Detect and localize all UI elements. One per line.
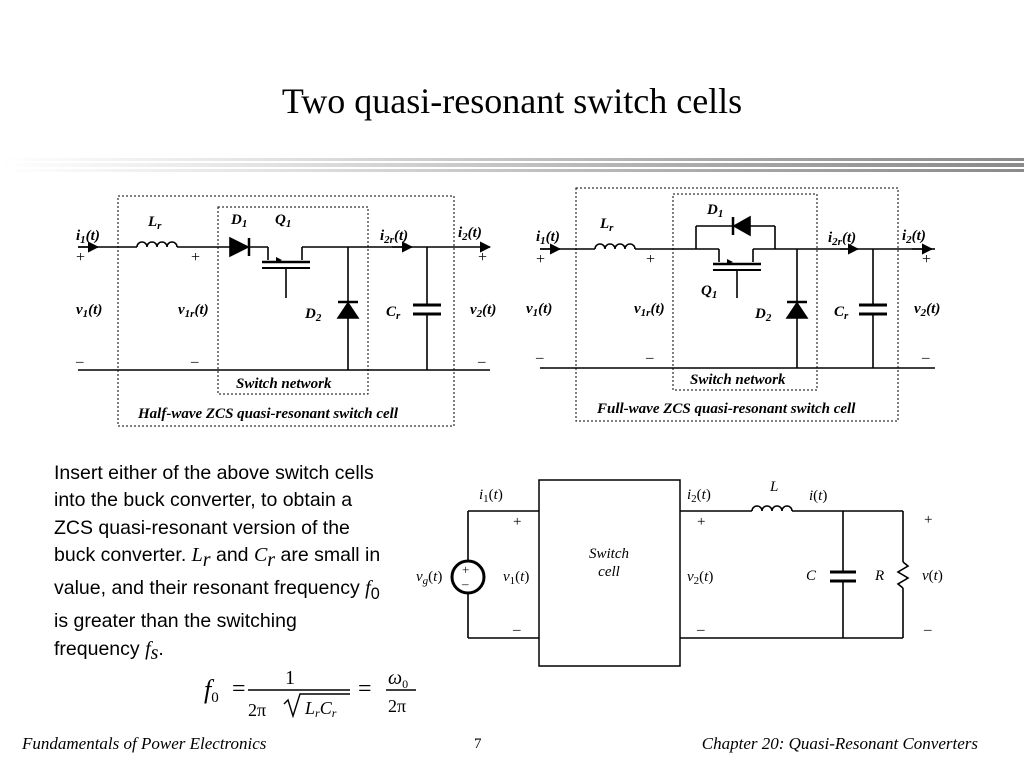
fw-network-label: Switch network <box>690 372 786 388</box>
svg-text:–: – <box>696 622 705 638</box>
switch-cell-line1: Switch <box>589 546 629 562</box>
svg-text:+: + <box>924 512 932 528</box>
slide-body-text: Insert either of the above switch cells … <box>54 462 381 665</box>
hw-d1-label: D1 <box>230 212 247 230</box>
inductor-L: L <box>769 479 778 495</box>
svg-text:v2(t): v2(t) <box>914 301 940 319</box>
hw-v1r-label: v1r(t) <box>178 302 209 320</box>
svg-text:–: – <box>921 350 930 366</box>
svg-text:=: = <box>358 676 372 702</box>
svg-text:+: + <box>536 251 545 268</box>
hw-q1-label: Q1 <box>275 212 291 230</box>
svg-text:–: – <box>535 350 544 366</box>
sym-L: L <box>191 543 203 566</box>
source-minus: – <box>461 576 469 591</box>
svg-text:v1(t): v1(t) <box>503 569 529 587</box>
svg-text:v1r(t): v1r(t) <box>634 301 665 319</box>
svg-text:+: + <box>478 249 487 266</box>
svg-text:+: + <box>191 249 200 266</box>
sym-C: C <box>253 543 268 566</box>
svg-text:+: + <box>76 249 85 266</box>
svg-text:Cr: Cr <box>834 304 849 322</box>
hw-v2-label: v2(t) <box>470 302 496 320</box>
slide-title: Two quasi-resonant switch cells <box>281 81 743 121</box>
sym-f0: f <box>365 577 371 600</box>
svg-text:2π: 2π <box>388 696 406 716</box>
buck-converter <box>450 479 910 667</box>
hw-cr-label: Cr <box>386 304 401 322</box>
svg-text:–: – <box>512 622 521 638</box>
svg-text:i1(t): i1(t) <box>479 487 503 505</box>
res-R: R <box>874 568 884 584</box>
switch-cell-line2: cell <box>598 564 620 580</box>
svg-text:v2(t): v2(t) <box>687 569 713 587</box>
svg-text:D2: D2 <box>754 306 772 324</box>
svg-text:Q1: Q1 <box>701 283 717 301</box>
svg-text:–: – <box>190 354 199 370</box>
cap-C: C <box>806 568 817 584</box>
hw-caption: Half-wave ZCS quasi-resonant switch cell <box>137 406 399 422</box>
svg-text:i2(t): i2(t) <box>687 487 711 505</box>
fw-caption: Full-wave ZCS quasi-resonant switch cell <box>596 401 856 417</box>
resonant-frequency-formula: f0 = 1 2π LrCr = ω0 2π <box>204 667 416 720</box>
svg-text:f0: f0 <box>204 675 219 706</box>
svg-text:+: + <box>513 514 521 530</box>
hw-i2r-label: i2r(t) <box>380 228 408 246</box>
svg-text:1: 1 <box>285 667 295 689</box>
svg-text:Lr: Lr <box>599 216 614 234</box>
svg-text:i1(t): i1(t) <box>536 229 560 247</box>
buck-labels: i1(t) + v1(t) – vg(t) + – Switch cell i2… <box>416 479 943 638</box>
svg-text:D1: D1 <box>706 202 723 220</box>
footer-page-number: 7 <box>474 736 482 752</box>
svg-text:LrCr: LrCr <box>304 698 337 720</box>
footer-book-title: Fundamentals of Power Electronics <box>22 734 267 753</box>
svg-text:v1(t): v1(t) <box>526 301 552 319</box>
svg-text:+: + <box>646 251 655 268</box>
svg-text:=: = <box>232 676 246 702</box>
half-wave-cell <box>78 195 492 427</box>
hw-v1-label: v1(t) <box>76 302 102 320</box>
sym-fs: f <box>145 637 151 660</box>
hw-i1-label: i1(t) <box>76 228 100 246</box>
svg-text:–: – <box>75 354 84 370</box>
svg-text:v(t): v(t) <box>922 568 943 584</box>
svg-text:+: + <box>697 514 705 530</box>
svg-text:i2(t): i2(t) <box>902 228 926 246</box>
svg-text:–: – <box>645 350 654 366</box>
svg-text:i(t): i(t) <box>809 488 827 504</box>
svg-text:vg(t): vg(t) <box>416 569 442 587</box>
hw-network-label: Switch network <box>236 376 332 392</box>
svg-text:–: – <box>923 622 932 638</box>
hw-lr-label: Lr <box>147 214 162 232</box>
svg-text:2π: 2π <box>248 700 266 720</box>
title-divider <box>0 158 1024 174</box>
hw-i2-label: i2(t) <box>458 225 482 243</box>
svg-text:i2r(t): i2r(t) <box>828 230 856 248</box>
svg-text:ω0: ω0 <box>388 667 408 691</box>
hw-d2-label: D2 <box>304 306 322 324</box>
full-wave-cell <box>540 187 935 422</box>
svg-text:+: + <box>922 251 931 268</box>
source-plus: + <box>462 562 469 577</box>
footer-chapter: Chapter 20: Quasi-Resonant Converters <box>701 734 978 753</box>
svg-text:–: – <box>477 354 486 370</box>
